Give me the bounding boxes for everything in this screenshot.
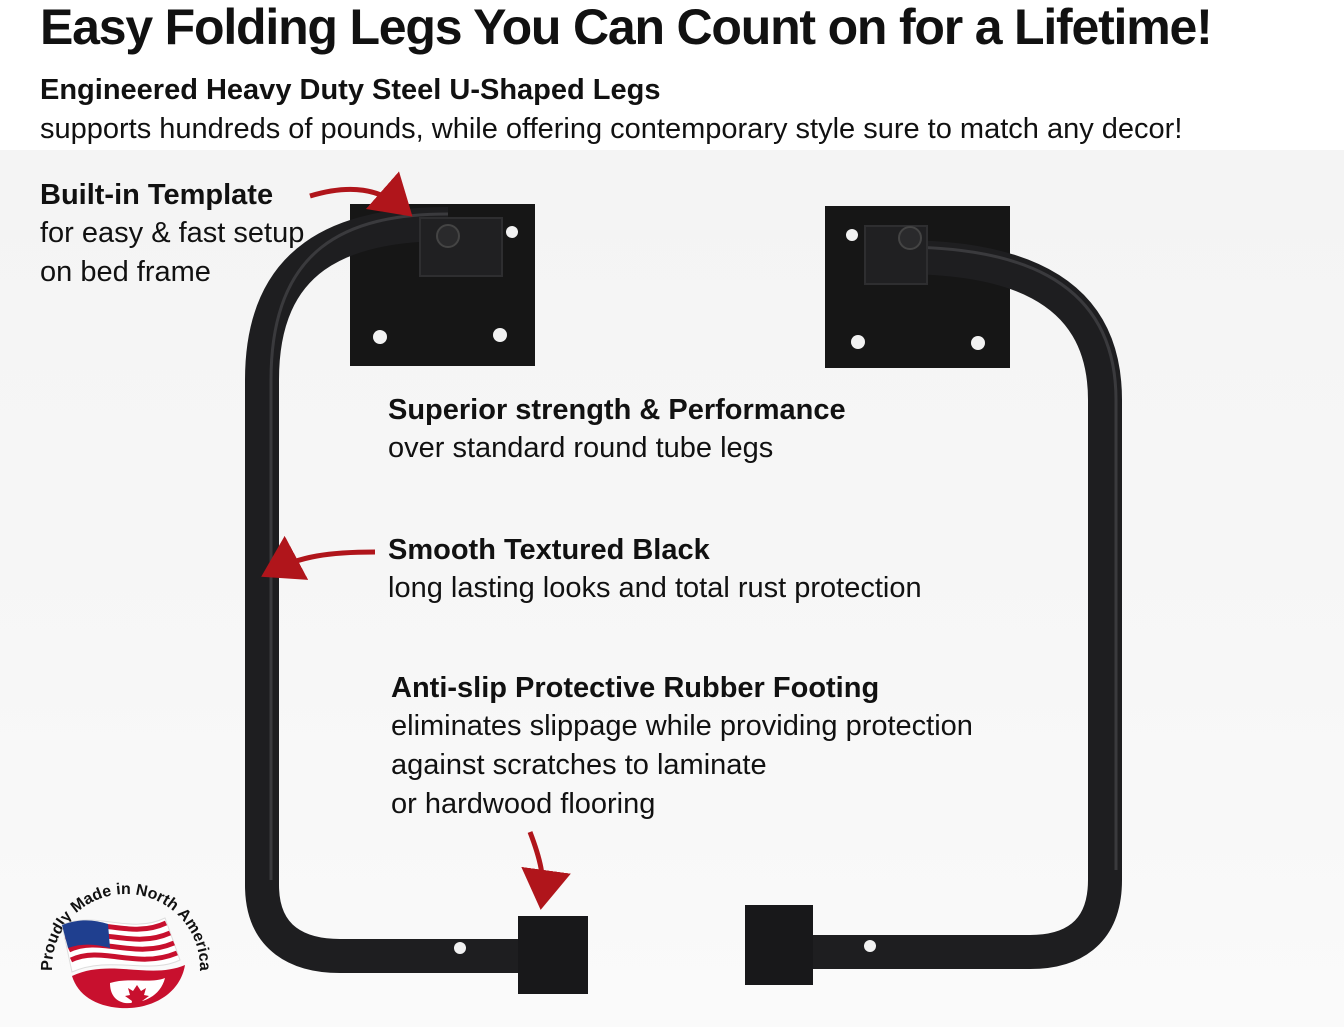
callout-title: Superior strength & Performance xyxy=(388,394,846,426)
maple-leaf-icon xyxy=(125,985,149,1006)
callout-line: on bed frame xyxy=(40,256,211,288)
callout-title: Smooth Textured Black xyxy=(388,534,710,566)
callout-line: eliminates slippage while providing prot… xyxy=(391,710,973,742)
callout-line: against scratches to laminate xyxy=(391,749,767,781)
page-title: Easy Folding Legs You Can Count on for a… xyxy=(40,0,1213,55)
product-tagline: supports hundreds of pounds, while offer… xyxy=(40,113,1183,145)
hex-bolt-icon xyxy=(436,224,460,248)
callout-line: or hardwood flooring xyxy=(391,788,656,820)
footing-arrow-icon xyxy=(521,831,571,910)
callout-anti-slip-footing: Anti-slip Protective Rubber Footing elim… xyxy=(391,669,973,824)
callout-superior-strength: Superior strength & Performance over sta… xyxy=(388,391,846,468)
callout-smooth-textured-black: Smooth Textured Black long lasting looks… xyxy=(388,531,922,608)
right-folding-leg xyxy=(745,206,1122,985)
callout-line: over standard round tube legs xyxy=(388,432,774,464)
callout-built-in-template: Built-in Template for easy & fast setup … xyxy=(40,176,304,292)
left-rubber-foot xyxy=(518,916,588,994)
hex-bolt-icon xyxy=(898,226,922,250)
callout-title: Built-in Template xyxy=(40,179,274,211)
template-arrow-icon xyxy=(309,171,413,217)
left-folding-leg xyxy=(245,204,588,994)
callout-title: Anti-slip Protective Rubber Footing xyxy=(391,672,880,704)
callout-line: long lasting looks and total rust protec… xyxy=(388,572,922,604)
callout-line: for easy & fast setup xyxy=(40,217,305,249)
finish-arrow-icon xyxy=(261,535,376,580)
right-rubber-foot xyxy=(745,905,813,985)
made-in-north-america-badge: Proudly Made in North America xyxy=(39,881,213,1009)
product-subtitle: Engineered Heavy Duty Steel U-Shaped Leg… xyxy=(40,74,661,106)
